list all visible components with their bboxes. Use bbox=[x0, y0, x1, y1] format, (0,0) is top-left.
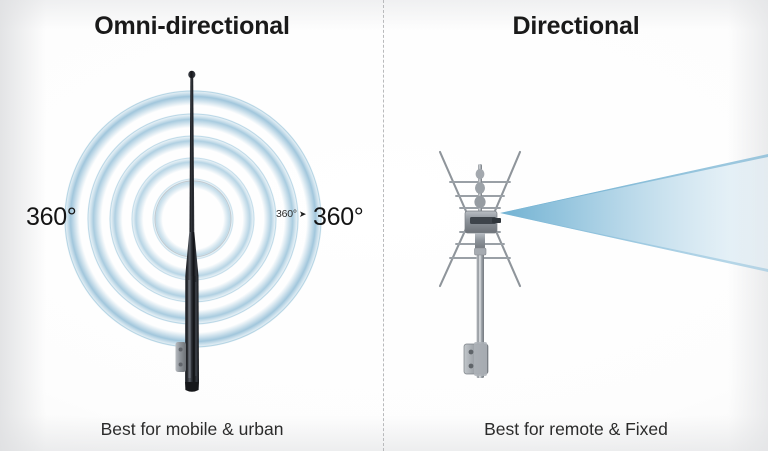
directional-beam-cone bbox=[498, 148, 768, 280]
page-title-omni: Omni-directional bbox=[94, 12, 290, 40]
panel-directional: Directional Best for remote & Fixed bbox=[384, 0, 768, 451]
page-title-directional: Directional bbox=[512, 12, 640, 40]
panel-divider bbox=[383, 0, 384, 451]
degree-label-small-group: 360° ➤ bbox=[276, 208, 306, 220]
panel-omni-directional: Omni-directional bbox=[26, 12, 364, 439]
caption-directional: Best for remote & Fixed bbox=[484, 419, 668, 439]
degree-label-right: 360° bbox=[313, 203, 364, 231]
degree-label-left: 360° bbox=[26, 203, 77, 231]
omni-directional-antenna-icon bbox=[168, 64, 216, 394]
caption-omni: Best for mobile & urban bbox=[100, 419, 284, 439]
degree-label-small: 360° bbox=[276, 208, 297, 220]
directional-yagi-antenna-icon bbox=[428, 144, 538, 384]
arrow-right-icon: ➤ bbox=[298, 208, 307, 219]
